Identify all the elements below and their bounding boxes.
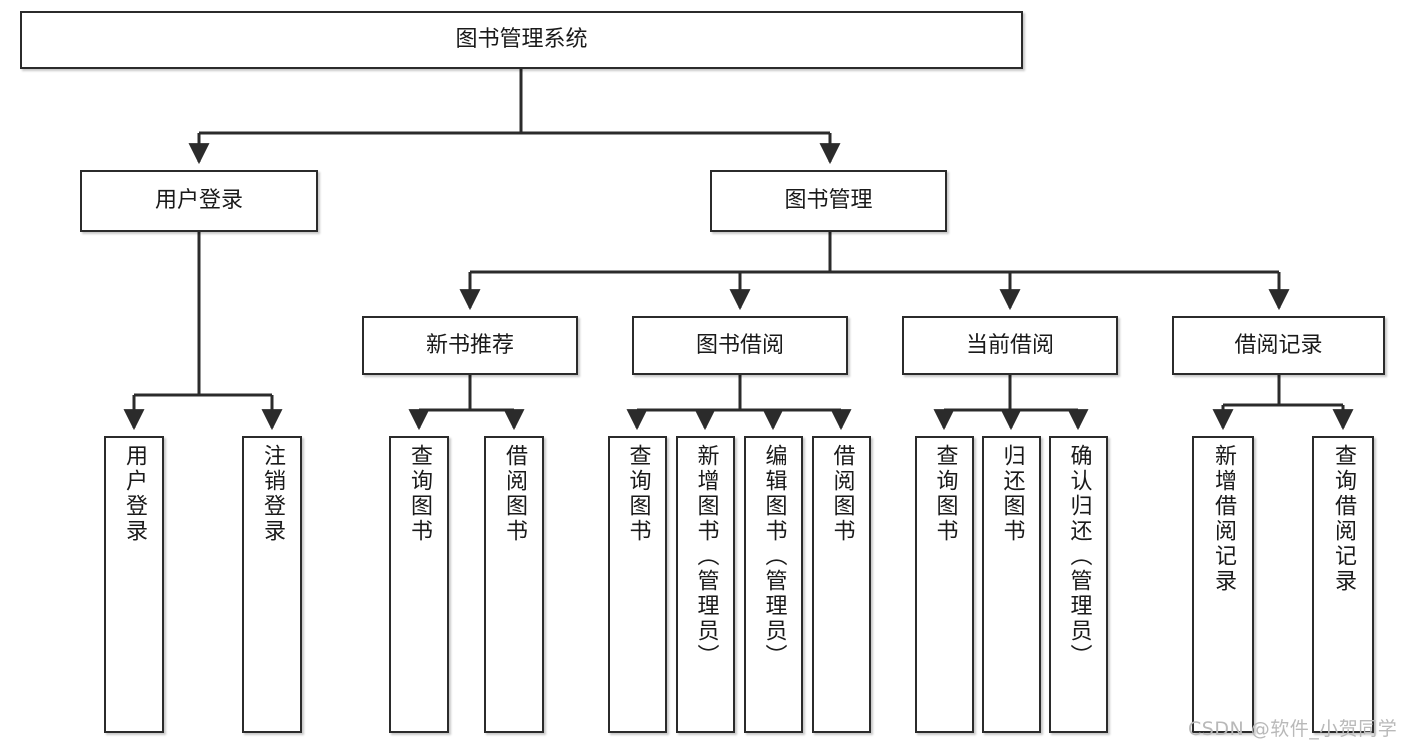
node-leaf-query-book-rec-label: 查询图书 [407,444,432,544]
node-leaf-user-logout-label: 注销登录 [260,444,285,544]
node-user-login-label: 用户登录 [154,188,243,214]
node-current-borrow[interactable]: 当前借阅 [902,316,1118,375]
node-new-book-rec[interactable]: 新书推荐 [362,316,578,375]
node-leaf-borrow-book-rec[interactable]: 借阅图书 [484,436,544,733]
node-leaf-query-book-current[interactable]: 查询图书 [915,436,974,733]
node-borrow-record-label: 借阅记录 [1234,332,1323,358]
node-new-book-rec-label: 新书推荐 [425,332,514,358]
node-leaf-borrow-book[interactable]: 借阅图书 [812,436,871,733]
node-leaf-user-logout[interactable]: 注销登录 [242,436,302,733]
node-root[interactable]: 图书管理系统 [20,11,1023,69]
node-leaf-confirm-return[interactable]: 确认归还（管理员） [1049,436,1108,733]
node-leaf-query-record[interactable]: 查询借阅记录 [1312,436,1374,733]
node-book-borrow-label: 图书借阅 [695,332,784,358]
node-leaf-edit-book[interactable]: 编辑图书（管理员） [744,436,803,733]
node-leaf-add-book-label: 新增图书（管理员） [693,444,719,669]
node-leaf-return-book-label: 归还图书 [999,444,1025,544]
node-leaf-query-book-borrow-label: 查询图书 [625,444,651,544]
node-leaf-add-record[interactable]: 新增借阅记录 [1192,436,1254,733]
node-root-label: 图书管理系统 [455,27,588,53]
node-leaf-query-book-borrow[interactable]: 查询图书 [608,436,667,733]
node-book-borrow[interactable]: 图书借阅 [632,316,848,375]
node-leaf-borrow-book-rec-label: 借阅图书 [502,444,527,544]
node-current-borrow-label: 当前借阅 [965,332,1054,358]
node-leaf-query-book-current-label: 查询图书 [932,444,958,544]
node-leaf-query-book-rec[interactable]: 查询图书 [389,436,449,733]
watermark-text: CSDN @软件_小贺同学 [1188,718,1398,740]
node-leaf-add-book[interactable]: 新增图书（管理员） [676,436,735,733]
node-book-manage[interactable]: 图书管理 [710,170,947,232]
node-leaf-user-login[interactable]: 用户登录 [104,436,164,733]
node-book-manage-label: 图书管理 [784,188,873,214]
node-leaf-edit-book-label: 编辑图书（管理员） [761,444,787,669]
node-leaf-user-login-label: 用户登录 [122,444,147,544]
node-leaf-query-record-label: 查询借阅记录 [1331,444,1356,594]
node-borrow-record[interactable]: 借阅记录 [1172,316,1385,375]
node-leaf-return-book[interactable]: 归还图书 [982,436,1041,733]
node-leaf-confirm-return-label: 确认归还（管理员） [1066,444,1092,669]
node-user-login[interactable]: 用户登录 [80,170,318,232]
node-leaf-add-record-label: 新增借阅记录 [1211,444,1236,594]
node-leaf-borrow-book-label: 借阅图书 [829,444,855,544]
